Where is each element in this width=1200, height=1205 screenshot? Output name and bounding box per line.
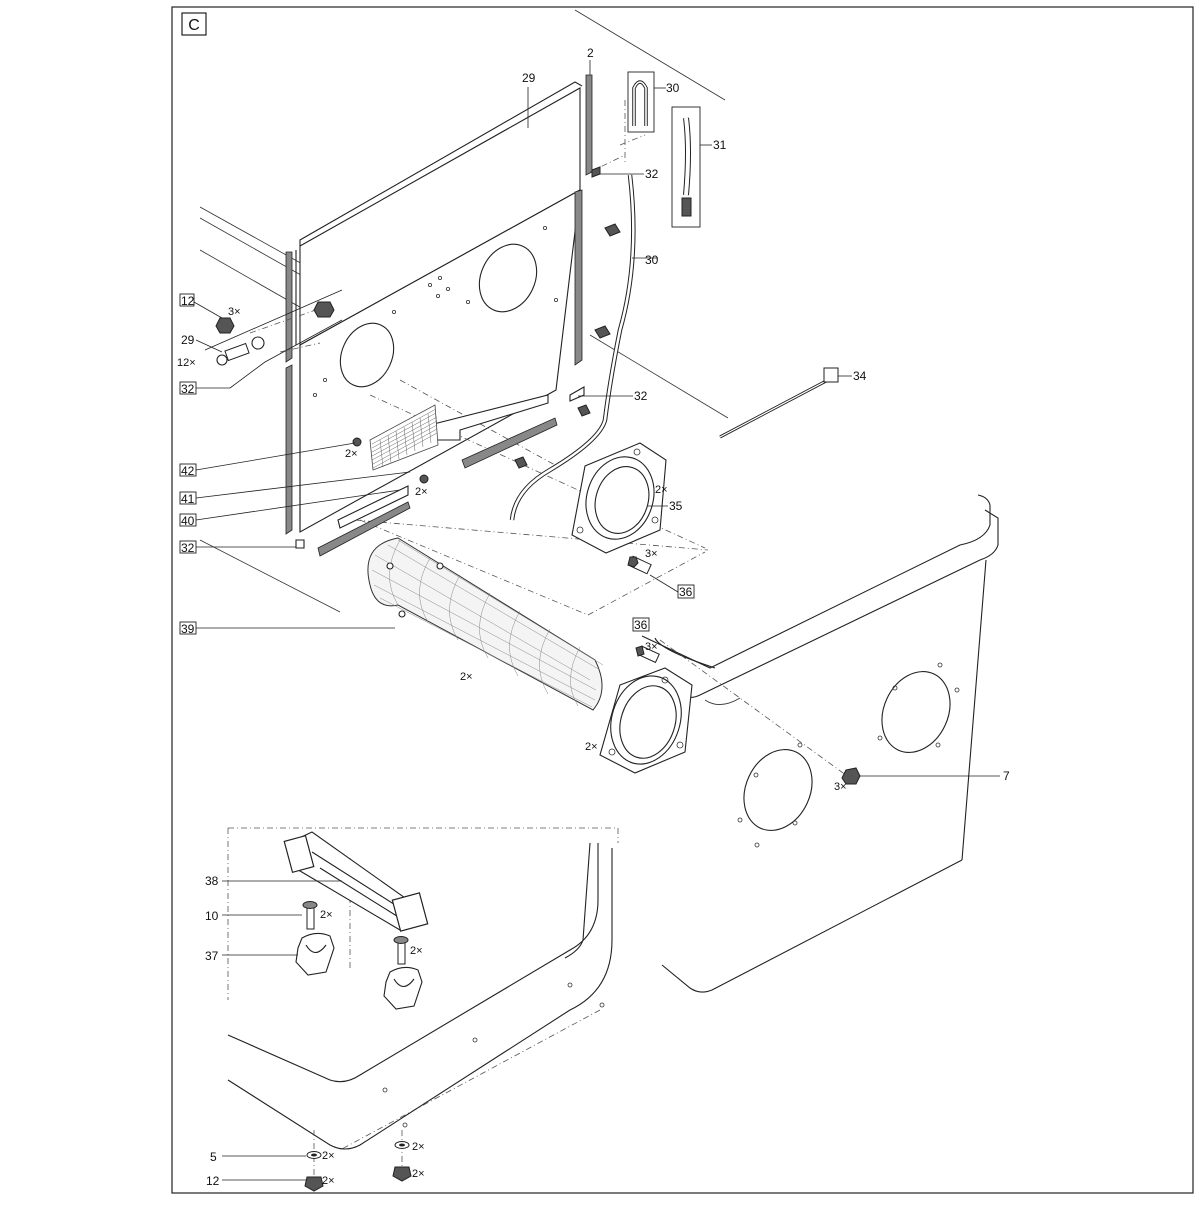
callout-29a: 29 <box>522 71 536 85</box>
hose-clips <box>514 223 621 469</box>
bottom-fasteners: 5 2× 2× 12 2× 2× <box>206 1130 425 1192</box>
u-hose-part: 30 <box>627 71 680 133</box>
hose-assembly: 30 <box>509 174 659 521</box>
svg-text:32: 32 <box>645 167 659 181</box>
nut-7: 7 3× <box>834 767 1010 793</box>
callout-36a: 36 <box>679 585 693 599</box>
callout-5: 5 <box>210 1150 217 1164</box>
svg-text:2×: 2× <box>322 1175 335 1187</box>
svg-text:3×: 3× <box>645 548 658 560</box>
callout-12a: 12 <box>181 294 195 308</box>
svg-text:3×: 3× <box>834 781 847 793</box>
svg-text:2×: 2× <box>410 945 423 957</box>
callout-30b: 30 <box>645 253 659 267</box>
svg-text:2×: 2× <box>460 671 473 683</box>
svg-text:32: 32 <box>634 389 648 403</box>
callout-29b: 29 <box>181 333 195 347</box>
callout-7: 7 <box>1003 769 1010 783</box>
callout-38: 38 <box>205 874 219 888</box>
lower-inset <box>227 827 619 1151</box>
callout-32d: 32 <box>181 541 195 555</box>
svg-text:3×: 3× <box>228 306 241 318</box>
drawing-frame <box>171 6 1194 1194</box>
left-fasteners: 12 3× 29 12× 32 <box>177 289 343 396</box>
svg-text:2×: 2× <box>655 484 668 496</box>
svg-text:2×: 2× <box>345 448 358 460</box>
tank-housing <box>641 494 999 993</box>
callout-32-top: 32 <box>591 166 659 181</box>
callout-32-mid: 32 <box>578 389 648 403</box>
bracket-assembly <box>295 394 558 557</box>
callout-31: 31 <box>713 138 727 152</box>
callout-34: 34 <box>853 369 867 383</box>
screw-10: 10 2× 2× <box>205 901 423 965</box>
callout-30a: 30 <box>666 81 680 95</box>
flange-ring-upper: 35 2× <box>571 442 683 554</box>
svg-text:2×: 2× <box>412 1168 425 1180</box>
section-label-box: C <box>181 12 207 36</box>
left-callouts-lower: 42 2× 41 2× 40 32 <box>179 442 428 555</box>
callout-35: 35 <box>669 499 683 513</box>
callout-39: 39 <box>181 622 195 636</box>
section-letter: C <box>188 17 200 34</box>
svg-text:2×: 2× <box>322 1150 335 1162</box>
callout-40: 40 <box>181 514 195 528</box>
housing-outline-upper <box>199 9 729 613</box>
flange-ring-lower: 2× <box>585 667 693 774</box>
svg-text:12×: 12× <box>177 357 196 369</box>
callout-37: 37 <box>205 949 219 963</box>
bolt-36-upper: 3× 36 <box>627 548 695 599</box>
bolt-36-lower: 36 3× <box>632 617 660 664</box>
callout-2: 2 <box>587 46 594 60</box>
fitting-hose-part: 31 <box>671 106 727 228</box>
mesh-cylinder: 39 2× <box>179 537 604 711</box>
callout-42: 42 <box>181 464 195 478</box>
clip-37: 37 <box>205 932 423 1010</box>
svg-text:2×: 2× <box>320 909 333 921</box>
callout-12b: 12 <box>206 1174 220 1188</box>
handle-bar: 38 <box>205 831 429 932</box>
callout-32b: 32 <box>181 382 195 396</box>
callout-36b: 36 <box>634 618 648 632</box>
callout-10: 10 <box>205 909 219 923</box>
svg-text:2×: 2× <box>412 1141 425 1153</box>
main-panel: 29 <box>295 71 583 533</box>
svg-text:2×: 2× <box>585 741 598 753</box>
svg-text:3×: 3× <box>645 641 658 653</box>
svg-text:2×: 2× <box>415 486 428 498</box>
mesh-plate <box>369 404 439 471</box>
cable-tie: 34 <box>719 367 867 439</box>
callout-41: 41 <box>181 492 195 506</box>
